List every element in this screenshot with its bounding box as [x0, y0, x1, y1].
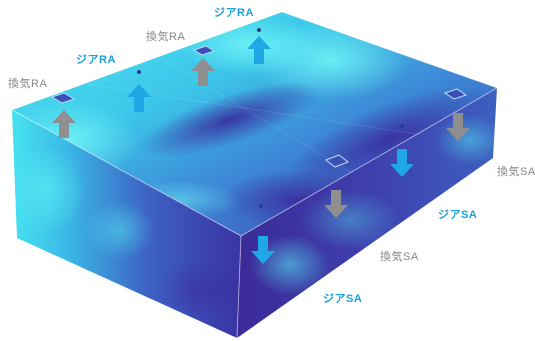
vent-icon — [324, 154, 350, 168]
vent-icon — [443, 88, 468, 100]
vent-icon — [400, 124, 404, 128]
label-exhaust-sa: 換気SA — [497, 166, 535, 178]
front-left-wall — [12, 110, 241, 338]
label-gia-sa: ジアSA — [438, 209, 478, 221]
vent-icon — [50, 92, 76, 104]
label-exhaust-ra: 換気RA — [8, 78, 48, 90]
label-gia-ra: ジアRA — [76, 54, 116, 66]
front-right-wall — [237, 88, 497, 338]
vent-icon — [257, 28, 261, 32]
label-exhaust-ra: 換気RA — [146, 31, 186, 43]
vent-icon — [259, 204, 263, 208]
label-exhaust-sa: 換気SA — [380, 251, 419, 263]
vent-icon — [137, 70, 141, 74]
label-gia-ra: ジアRA — [214, 7, 254, 19]
vent-icon — [192, 45, 216, 56]
label-gia-sa: ジアSA — [323, 293, 363, 305]
